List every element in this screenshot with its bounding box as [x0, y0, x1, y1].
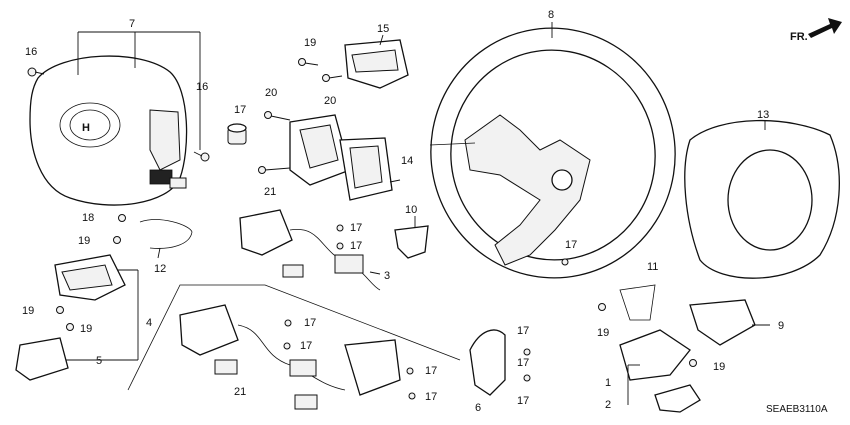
callout-label: 8	[548, 9, 554, 21]
callout-label: 16	[196, 81, 208, 93]
callout-label: 19	[597, 327, 609, 339]
switch-harness	[239, 209, 381, 291]
callout-label: 17	[425, 391, 437, 403]
callout-label: 13	[757, 109, 769, 121]
leader-lines	[157, 22, 770, 326]
callout-label: 20	[265, 87, 277, 99]
callout-label: 2	[605, 399, 611, 411]
callout-label: 7	[129, 18, 135, 30]
right-switch-cluster	[598, 284, 756, 413]
left-switch-cluster	[15, 214, 193, 381]
callout-label: 11	[647, 261, 658, 273]
callout-label: 21	[264, 186, 276, 198]
callout-label: 19	[80, 323, 92, 335]
front-direction-label: FR.	[790, 31, 808, 43]
lower-cover	[394, 225, 429, 259]
callout-label: 18	[82, 212, 94, 224]
bolt-icon	[27, 67, 210, 162]
front-direction-indicator: FR.	[790, 18, 842, 43]
callout-label: 3	[384, 270, 390, 282]
callout-label: 20	[324, 95, 336, 107]
diagram-code: SEAEB3110A	[766, 404, 828, 415]
callout-label: 17	[565, 239, 577, 251]
callout-label: 17	[350, 222, 362, 234]
callout-label: 17	[517, 357, 529, 369]
callout-label: 6	[475, 402, 481, 414]
callout-label: 19	[304, 37, 316, 49]
callout-label: 16	[25, 46, 37, 58]
callout-label: 17	[304, 317, 316, 329]
honda-logo-icon: H	[82, 122, 90, 134]
callout-label: 4	[146, 317, 152, 329]
callout-label: 9	[778, 320, 784, 332]
callout-label: 19	[78, 235, 90, 247]
callout-label: 14	[401, 155, 413, 167]
steering-wheel	[429, 27, 676, 279]
callout-label: 17	[517, 395, 529, 407]
callout-label: 17	[517, 325, 529, 337]
callout-label: 5	[96, 355, 102, 367]
callout-label: 19	[22, 305, 34, 317]
switch-assembly	[289, 114, 393, 201]
callout-label: 21	[234, 386, 246, 398]
inset-harness	[179, 304, 401, 410]
collar-nut	[227, 123, 247, 145]
small-bolt-icon	[283, 224, 569, 400]
callout-label: 17	[425, 365, 437, 377]
rear-cover	[684, 119, 840, 279]
front-arrow-icon	[808, 18, 842, 38]
cruise-switch	[344, 39, 409, 89]
screw-icon	[258, 58, 343, 174]
side-cover	[469, 329, 506, 396]
callout-label: 17	[300, 340, 312, 352]
callout-label: 15	[377, 23, 389, 35]
inset-outline	[127, 284, 461, 391]
callout-label: 17	[350, 240, 362, 252]
callout-labels: 1 2 3 4 5 6 7 8 9 10 11 12 13 14 15 16 1…	[22, 9, 784, 414]
callout-label: 12	[154, 263, 166, 275]
callout-label: 19	[713, 361, 725, 373]
callout-label: 17	[234, 104, 246, 116]
callout-label: 1	[605, 377, 611, 389]
airbag-module: H	[29, 31, 201, 206]
callout-label: 10	[405, 204, 417, 216]
